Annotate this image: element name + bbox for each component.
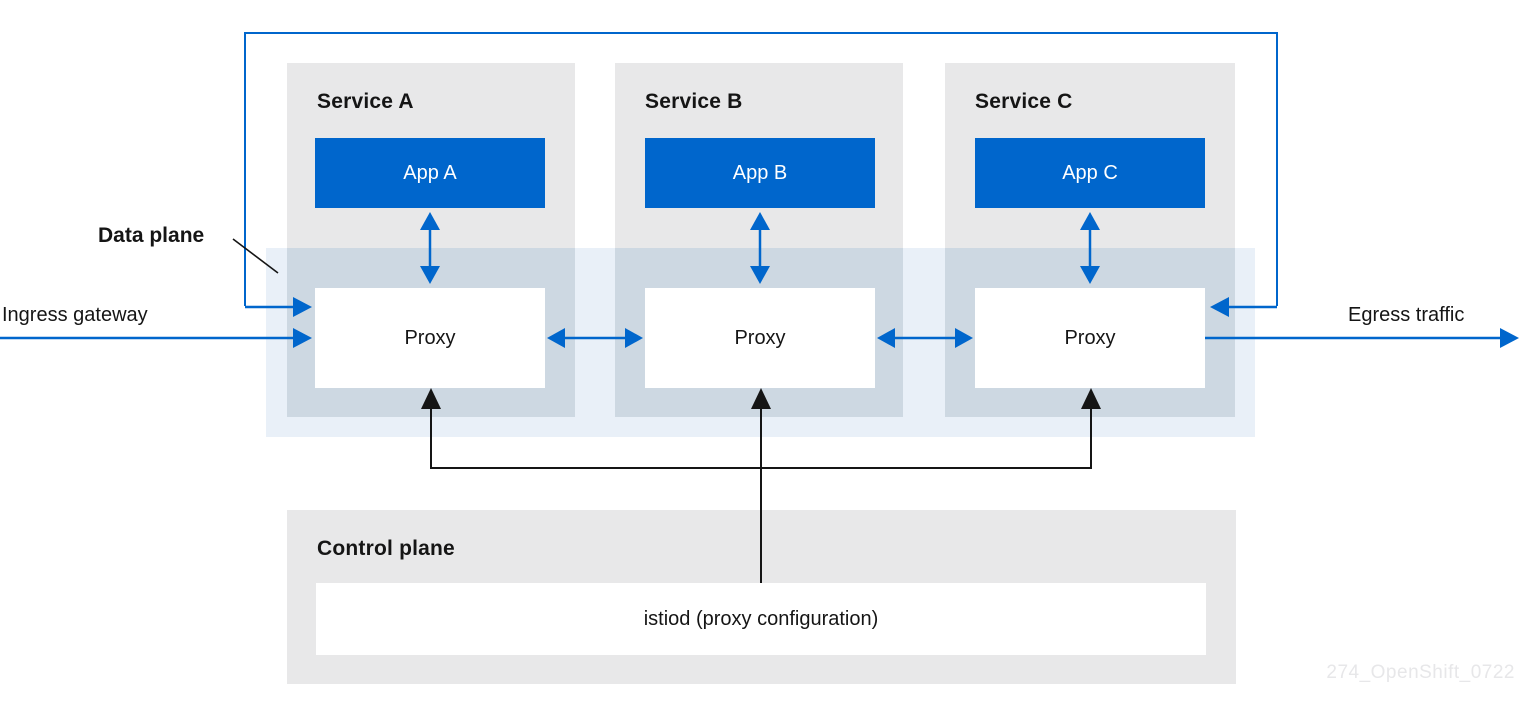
service-b-title: Service B (645, 90, 743, 113)
app-c-label: App C (1062, 161, 1118, 184)
control-plane-title: Control plane (317, 537, 455, 560)
proxy-a-label: Proxy (404, 326, 456, 349)
istiod-box: istiod (proxy configuration) (316, 583, 1206, 655)
service-c-title: Service C (975, 90, 1073, 113)
egress-traffic-label: Egress traffic (1348, 304, 1465, 326)
watermark-text: 274_OpenShift_0722 (1326, 662, 1515, 683)
app-b-box: App B (645, 138, 875, 208)
proxy-b-label: Proxy (734, 326, 786, 349)
data-plane-label: Data plane (98, 224, 205, 247)
app-a-box: App A (315, 138, 545, 208)
proxy-c-box: Proxy (975, 288, 1205, 388)
proxy-a-box: Proxy (315, 288, 545, 388)
ingress-gateway-label: Ingress gateway (2, 304, 148, 326)
app-a-label: App A (403, 161, 457, 184)
service-a-title: Service A (317, 90, 414, 113)
istiod-label: istiod (proxy configuration) (643, 607, 879, 630)
proxy-c-label: Proxy (1064, 326, 1116, 349)
app-c-box: App C (975, 138, 1205, 208)
app-b-label: App B (732, 161, 788, 184)
proxy-b-box: Proxy (645, 288, 875, 388)
